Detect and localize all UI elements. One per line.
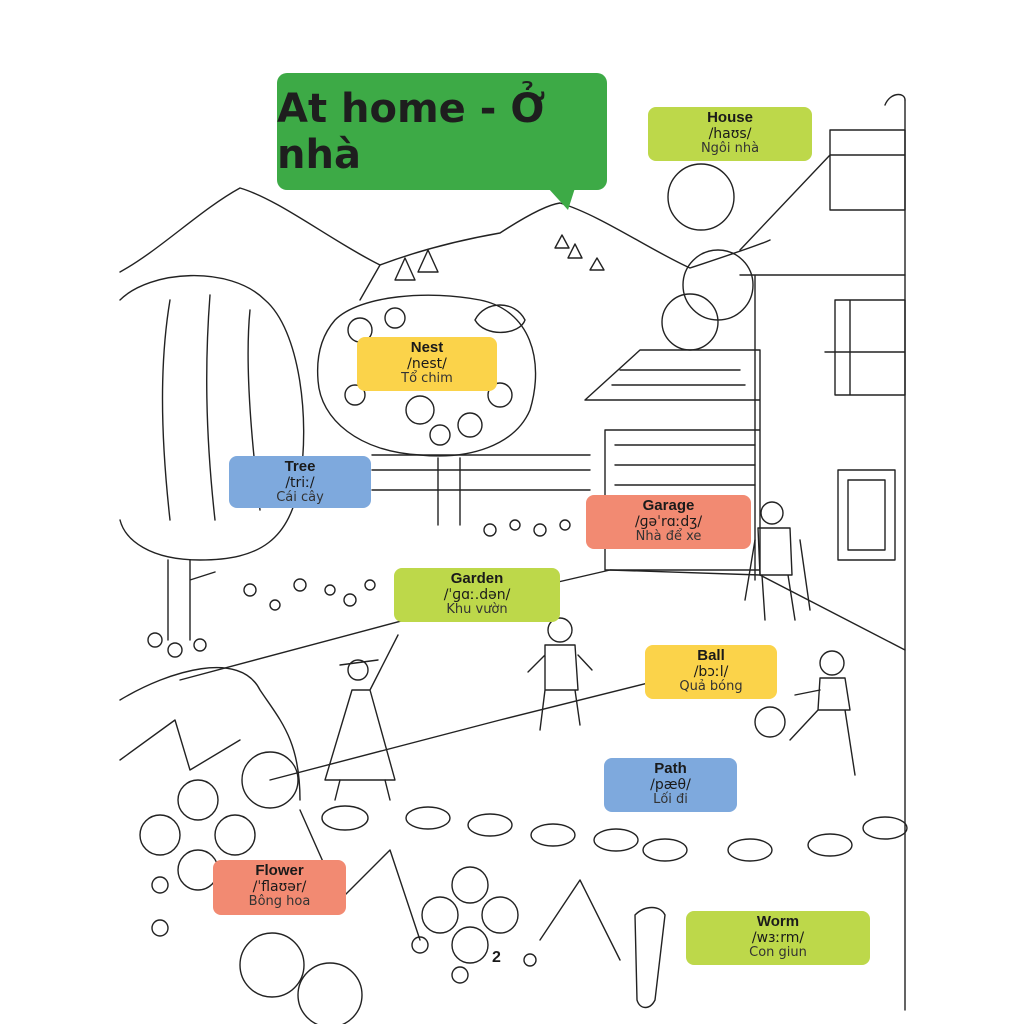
label-garden-vi: Khu vườn [446, 602, 508, 618]
willow-tree [119, 274, 305, 561]
label-house-word: House [707, 109, 753, 126]
girl-kicking [754, 650, 856, 776]
garden-flowers [147, 519, 571, 658]
label-flower-word: Flower [255, 862, 304, 879]
label-garage: Garage /ɡəˈrɑːdʒ/ Nhà để xe [586, 495, 751, 549]
label-worm-vi: Con giun [749, 945, 807, 961]
label-worm-ipa: /wɜːrm/ [751, 930, 805, 947]
boy-crutches [744, 501, 811, 621]
label-garden: Garden /ˈɡɑː.dən/ Khu vườn [394, 568, 560, 622]
mountains [119, 187, 771, 273]
label-tree-vi: Cái cây [276, 490, 324, 506]
big-flowers [139, 779, 537, 1024]
stepping-stones [321, 805, 908, 862]
label-house: House /haʊs/ Ngôi nhà [648, 107, 812, 161]
sun [667, 163, 735, 231]
label-flower: Flower /ˈflaʊər/ Bông hoa [213, 860, 346, 915]
boy-number-5 [527, 617, 593, 731]
label-ball: Ball /bɔːl/ Quả bóng [645, 645, 777, 699]
girl-waving [324, 634, 399, 801]
label-house-vi: Ngôi nhà [700, 141, 760, 157]
label-house-ipa: /haʊs/ [708, 126, 752, 143]
label-flower-vi: Bông hoa [248, 894, 311, 910]
label-path-vi: Lối đi [653, 792, 688, 808]
label-garden-word: Garden [450, 570, 504, 587]
page-title: At home - Ở nhà [277, 85, 546, 178]
worm [634, 906, 666, 1009]
car [119, 666, 301, 801]
label-nest: Nest /nest/ Tổ chim [357, 337, 497, 391]
house [739, 129, 906, 581]
label-flower-ipa: /ˈflaʊər/ [252, 879, 307, 896]
label-nest-ipa: /nest/ [407, 356, 447, 373]
label-garage-ipa: /ɡəˈrɑːdʒ/ [634, 514, 703, 531]
fence [371, 454, 591, 491]
label-ball-word: Ball [697, 647, 725, 664]
label-nest-word: Nest [410, 339, 444, 356]
label-garage-vi: Nhà để xe [635, 529, 702, 545]
title-banner: At home - Ở nhà [277, 73, 607, 190]
label-tree-ipa: /triː/ [285, 475, 315, 492]
page-number: 2 [492, 949, 501, 966]
label-garage-word: Garage [642, 497, 695, 514]
label-worm: Worm /wɜːrm/ Con giun [686, 911, 870, 965]
label-garden-ipa: /ˈɡɑː.dən/ [443, 587, 511, 604]
label-ball-ipa: /bɔːl/ [693, 664, 729, 681]
label-path-word: Path [654, 760, 687, 777]
round-tree [316, 294, 537, 457]
label-path-ipa: /pæθ/ [650, 777, 691, 794]
label-path: Path /pæθ/ Lối đi [604, 758, 737, 812]
label-ball-vi: Quả bóng [679, 679, 743, 695]
label-tree-word: Tree [284, 458, 316, 475]
label-worm-word: Worm [756, 913, 800, 930]
label-tree: Tree /triː/ Cái cây [229, 456, 371, 508]
label-nest-vi: Tổ chim [401, 371, 453, 387]
